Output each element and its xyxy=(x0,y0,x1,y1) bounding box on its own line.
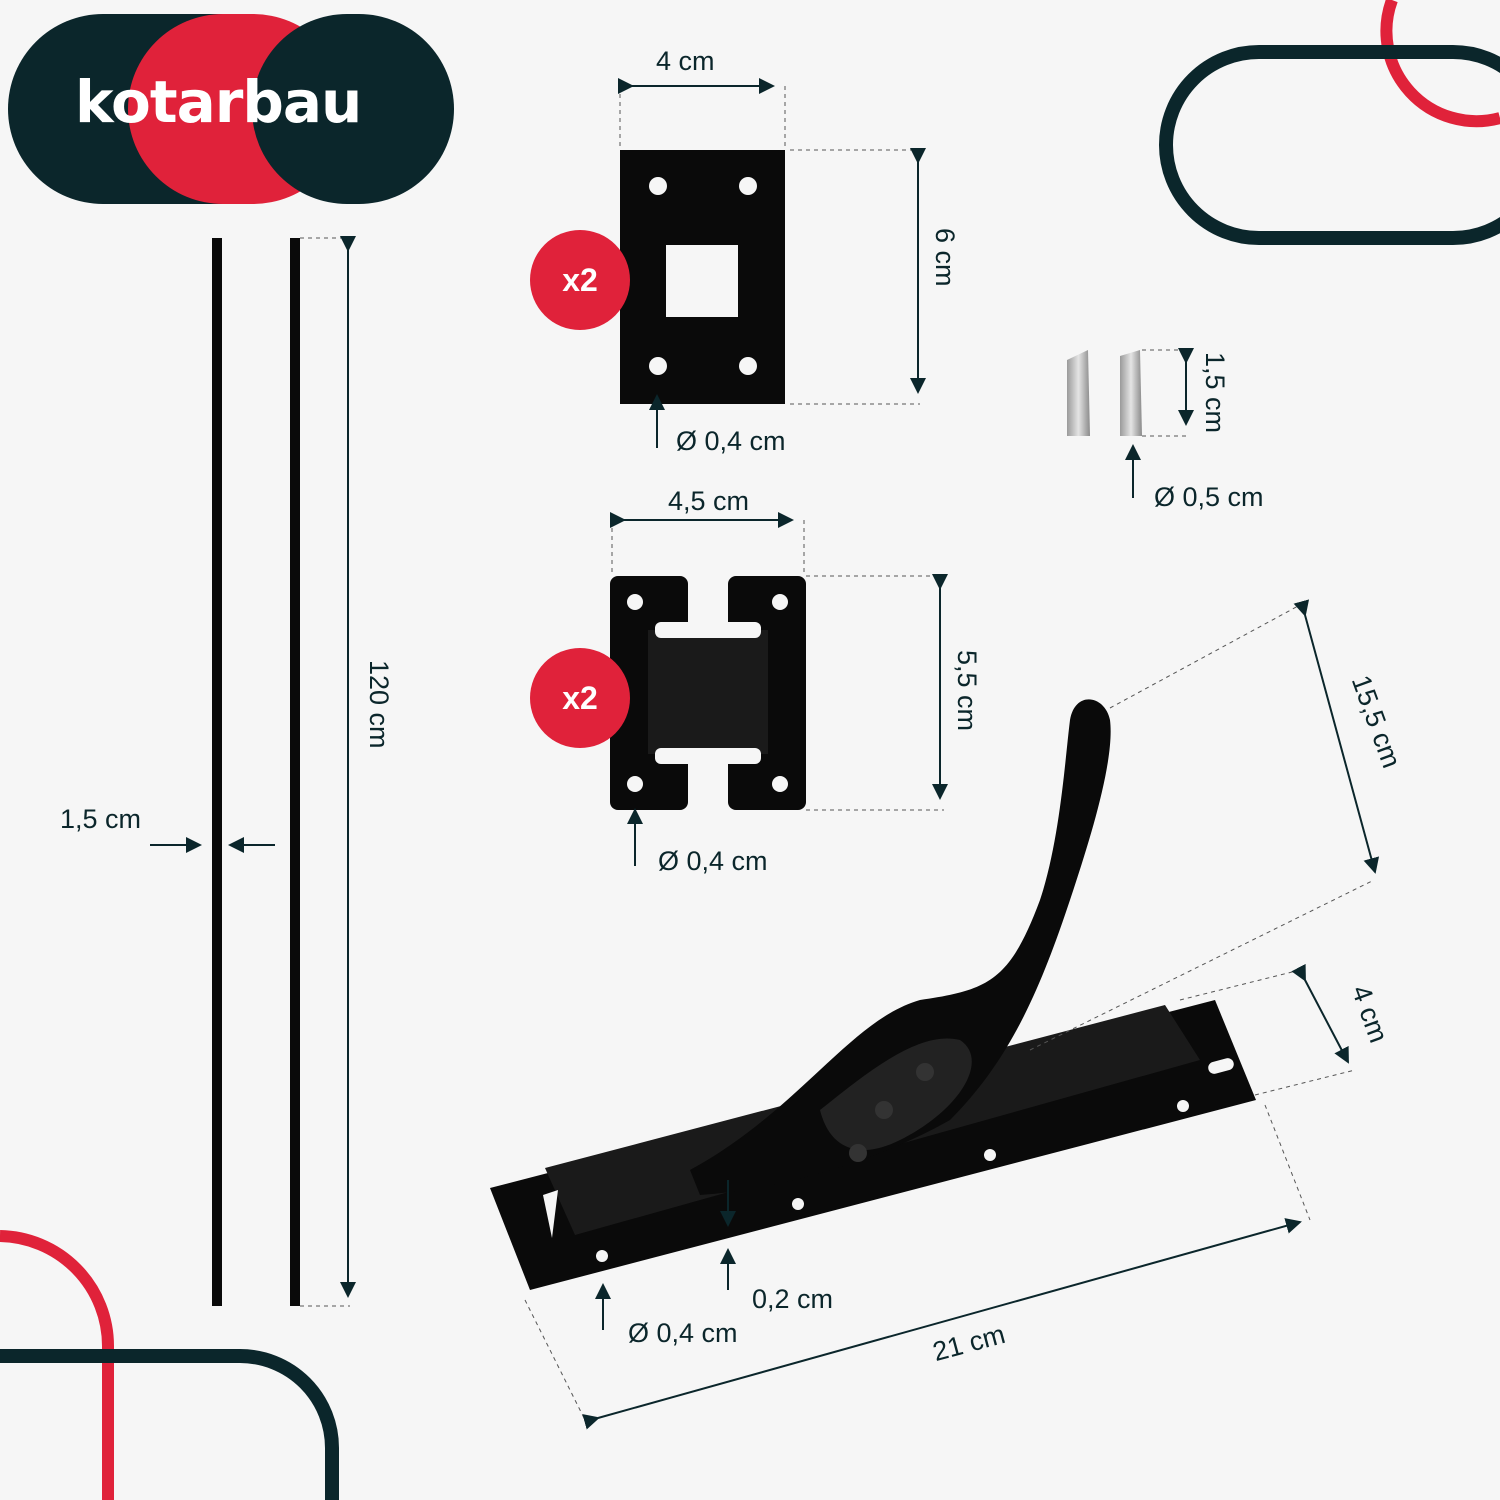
latch-hole-label: Ø 0,4 cm xyxy=(628,1318,738,1348)
square-plate-quantity-badge: x2 xyxy=(530,230,630,330)
decor-top-right xyxy=(1159,0,1500,245)
pin-length-label: 1,5 cm xyxy=(1200,352,1230,434)
latch-thickness-label: 0,2 cm xyxy=(752,1284,834,1314)
square-plate-height-label: 6 cm xyxy=(930,228,960,287)
latch xyxy=(490,599,1380,1430)
hinge-plate-hole-label: Ø 0,4 cm xyxy=(658,846,768,876)
square-plate xyxy=(618,78,926,448)
rods xyxy=(150,236,356,1307)
square-plate-hole-label: Ø 0,4 cm xyxy=(676,426,786,456)
hinge-plate-height-label: 5,5 cm xyxy=(952,650,982,732)
rod-width-label: 1,5 cm xyxy=(60,804,142,834)
rod-length-label: 120 cm xyxy=(364,660,394,749)
hinge-plate xyxy=(610,512,948,866)
brand-logo: kotarbau xyxy=(75,68,362,136)
hinge-plate-quantity-badge: x2 xyxy=(530,648,630,748)
pin-diameter-label: Ø 0,5 cm xyxy=(1154,482,1264,512)
pins xyxy=(1067,348,1194,498)
decor-bottom-left xyxy=(0,1230,339,1500)
square-plate-width-label: 4 cm xyxy=(656,46,715,76)
logo-shape xyxy=(8,14,454,204)
hinge-plate-width-label: 4,5 cm xyxy=(668,486,750,516)
